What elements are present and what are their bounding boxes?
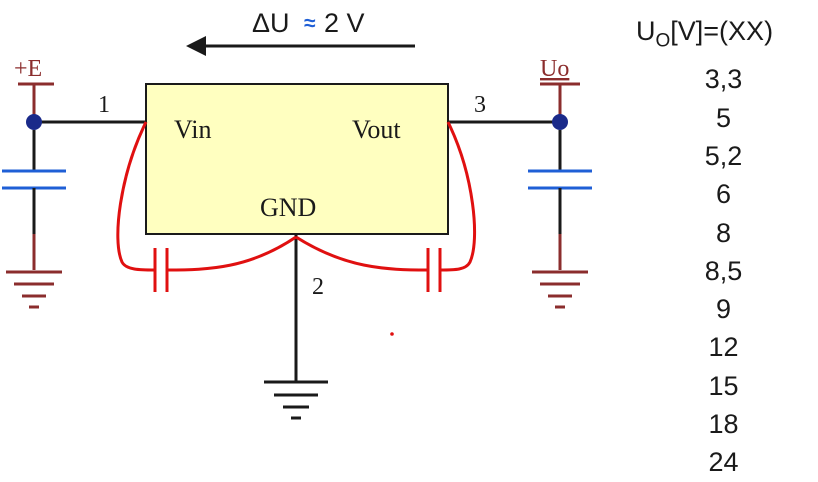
- output-voltage-list: UO[V]=(XX) 3,3 5 5,2 6 8 8,5 9 12 15 18 …: [636, 12, 816, 482]
- output-terminal-label: Uo: [540, 56, 569, 82]
- header-u: U: [636, 16, 656, 46]
- input-node: [26, 114, 42, 130]
- list-item: 9: [715, 294, 732, 325]
- list-item: 24: [708, 447, 739, 478]
- vin-label: Vin: [174, 115, 211, 144]
- list-item: 12: [708, 332, 739, 363]
- pin-1-label: 1: [98, 92, 110, 118]
- output-capacitor: [528, 130, 592, 270]
- output-ground-icon: [532, 270, 588, 309]
- output-node: [552, 114, 568, 130]
- gnd-label: GND: [260, 193, 316, 222]
- voltage-values: 3,3 5 5,2 6 8 8,5 9 12 15 18 24: [636, 60, 811, 481]
- list-item: 18: [708, 409, 739, 440]
- list-item: 8: [715, 217, 732, 248]
- input-capacitor: [2, 130, 66, 270]
- voltage-list-header: UO[V]=(XX): [636, 12, 816, 60]
- delta-u-value: 2 V: [324, 8, 365, 38]
- red-dot: [390, 332, 394, 336]
- header-subscript: O: [655, 30, 671, 52]
- list-item: 15: [708, 370, 739, 401]
- regulator-ic: [145, 83, 449, 235]
- input-terminal-label: +E: [14, 56, 42, 82]
- vout-label: Vout: [352, 115, 401, 144]
- list-item: 6: [715, 179, 732, 210]
- output-bypass-capacitor: [295, 121, 477, 292]
- delta-u-arrow: [186, 36, 415, 56]
- list-item: 5,2: [704, 140, 743, 171]
- header-rest: [V]=(XX): [670, 16, 774, 46]
- list-item: 8,5: [704, 255, 743, 286]
- pin-2-label: 2: [312, 274, 324, 300]
- input-bypass-capacitor: [116, 121, 297, 292]
- main-ground-icon: [264, 380, 328, 420]
- delta-u-symbol: ΔU: [252, 8, 290, 38]
- approx-symbol: ≈: [304, 12, 316, 35]
- list-item: 3,3: [704, 64, 743, 95]
- input-ground-icon: [6, 270, 62, 309]
- pin-3-label: 3: [474, 92, 486, 118]
- list-item: 5: [715, 102, 732, 133]
- regulator-circuit-diagram: ΔU ≈ 2 V +E Uo 1 3 Vin Vout GND: [2, 8, 592, 420]
